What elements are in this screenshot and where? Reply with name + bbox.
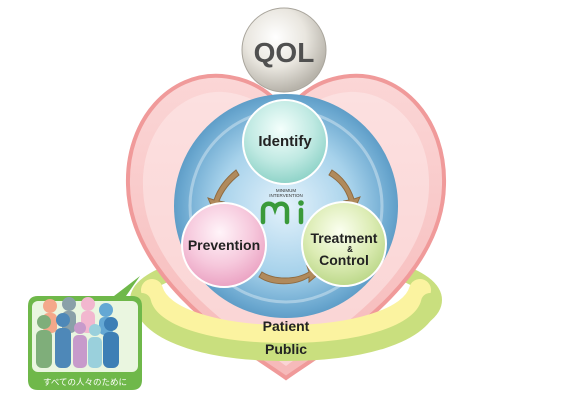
logo-line2: INTERVENTION xyxy=(269,193,302,198)
treatment-node: Treatment & Control xyxy=(301,201,387,287)
qol-label: QOL xyxy=(254,37,315,68)
prevention-node: Prevention xyxy=(181,202,267,288)
public-band-front xyxy=(133,293,439,362)
prevention-label: Prevention xyxy=(188,237,260,253)
people-bubble: すべての人々のために xyxy=(28,276,142,390)
logo-m-icon xyxy=(260,201,290,225)
people-caption: すべての人々のために xyxy=(43,378,127,388)
logo-i-dot-icon xyxy=(298,200,304,206)
control-label: Control xyxy=(319,252,369,268)
treatment-amp: & xyxy=(347,245,353,254)
arrow-prevention-to-treatment xyxy=(258,265,322,285)
people-icon xyxy=(36,297,119,368)
qol-node: QOL xyxy=(241,7,327,93)
patient-band xyxy=(141,279,431,348)
mi-logo: MINIMUM INTERVENTION xyxy=(260,188,304,225)
identify-label: Identify xyxy=(258,133,312,150)
treatment-label: Treatment xyxy=(311,230,378,246)
public-label: Public xyxy=(265,341,307,357)
patient-label: Patient xyxy=(263,318,310,334)
logo-line1: MINIMUM xyxy=(276,188,296,193)
identify-node: Identify xyxy=(242,99,328,185)
